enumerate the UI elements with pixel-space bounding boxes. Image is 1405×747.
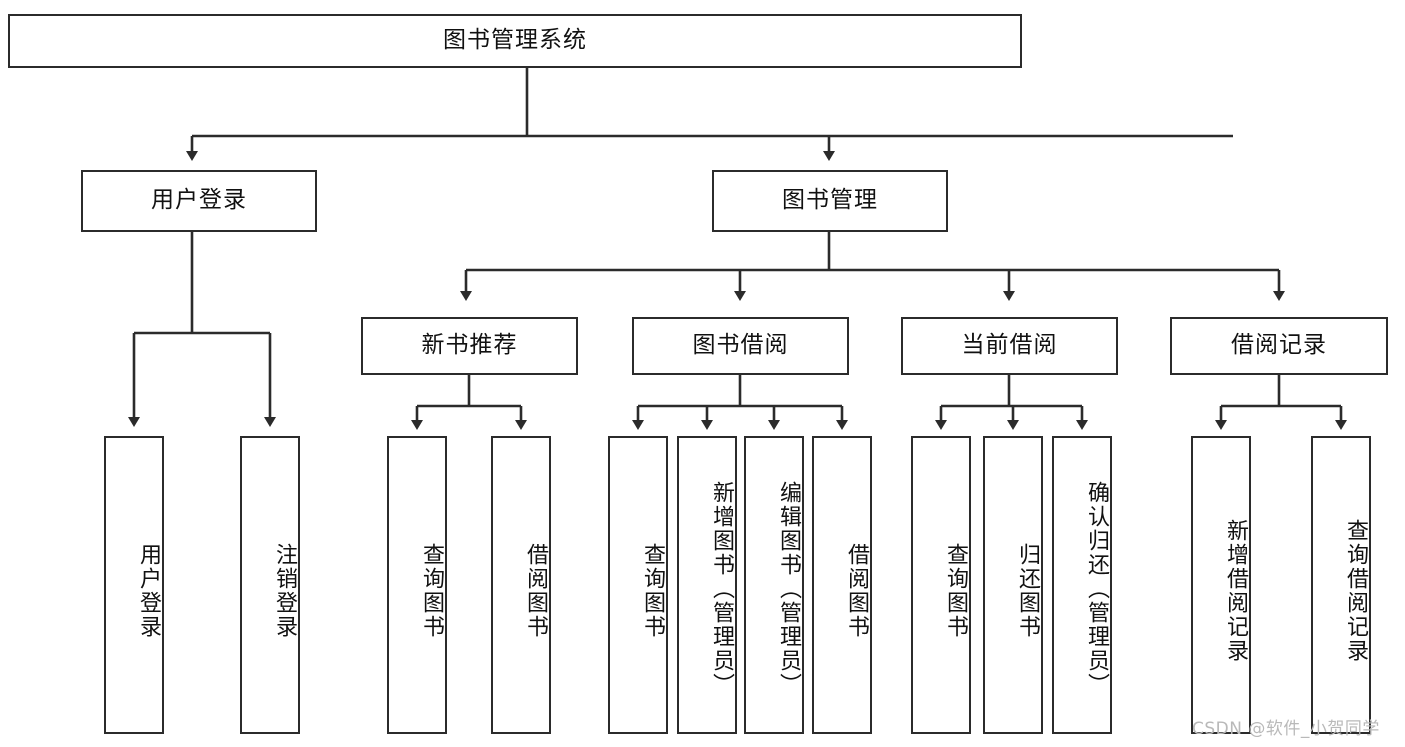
node-leaf-borrow-book-2[interactable]: 借阅图书	[812, 436, 872, 734]
node-book-manage-label: 图书管理	[782, 187, 878, 214]
node-current-borrow-label: 当前借阅	[961, 332, 1058, 359]
node-leaf-user-logout-label: 注销登录	[272, 543, 297, 639]
node-book-borrow[interactable]: 图书借阅	[632, 317, 849, 375]
node-user-login[interactable]: 用户登录	[81, 170, 317, 232]
watermark: CSDN @软件_小贺同学	[1192, 719, 1380, 739]
node-leaf-return-book-label: 归还图书	[1015, 543, 1040, 639]
node-leaf-user-login-label: 用户登录	[136, 543, 161, 639]
node-leaf-edit-book[interactable]: 编辑图书（管理员）	[744, 436, 804, 734]
node-borrow-record-label: 借阅记录	[1231, 332, 1327, 359]
node-leaf-add-record-label: 新增借阅记录	[1223, 519, 1248, 663]
node-leaf-edit-book-label: 编辑图书（管理员）	[776, 481, 801, 697]
node-leaf-borrow-book-1[interactable]: 借阅图书	[491, 436, 551, 734]
node-leaf-add-book-label: 新增图书（管理员）	[709, 481, 734, 697]
node-root[interactable]: 图书管理系统	[8, 14, 1022, 68]
node-user-login-label: 用户登录	[151, 187, 247, 214]
node-leaf-query-book-1[interactable]: 查询图书	[387, 436, 447, 734]
node-leaf-add-book[interactable]: 新增图书（管理员）	[677, 436, 737, 734]
node-leaf-query-book-3[interactable]: 查询图书	[911, 436, 971, 734]
node-book-manage[interactable]: 图书管理	[712, 170, 948, 232]
node-leaf-add-record[interactable]: 新增借阅记录	[1191, 436, 1251, 734]
node-current-borrow[interactable]: 当前借阅	[901, 317, 1118, 375]
node-leaf-return-book[interactable]: 归还图书	[983, 436, 1043, 734]
node-leaf-query-record-label: 查询借阅记录	[1343, 519, 1368, 663]
node-leaf-query-record[interactable]: 查询借阅记录	[1311, 436, 1371, 734]
node-book-borrow-label: 图书借阅	[692, 332, 789, 359]
node-new-book-rec[interactable]: 新书推荐	[361, 317, 578, 375]
node-leaf-borrow-book-1-label: 借阅图书	[523, 543, 548, 639]
node-leaf-confirm-return-label: 确认归还（管理员）	[1084, 481, 1109, 697]
node-leaf-query-book-2-label: 查询图书	[640, 543, 665, 639]
node-leaf-query-book-3-label: 查询图书	[943, 543, 968, 639]
node-leaf-user-logout[interactable]: 注销登录	[240, 436, 300, 734]
node-root-label: 图书管理系统	[443, 27, 587, 54]
node-leaf-borrow-book-2-label: 借阅图书	[844, 543, 869, 639]
node-leaf-query-book-1-label: 查询图书	[419, 543, 444, 639]
node-leaf-confirm-return[interactable]: 确认归还（管理员）	[1052, 436, 1112, 734]
node-new-book-rec-label: 新书推荐	[421, 332, 518, 359]
node-borrow-record[interactable]: 借阅记录	[1170, 317, 1388, 375]
node-leaf-user-login[interactable]: 用户登录	[104, 436, 164, 734]
node-leaf-query-book-2[interactable]: 查询图书	[608, 436, 668, 734]
